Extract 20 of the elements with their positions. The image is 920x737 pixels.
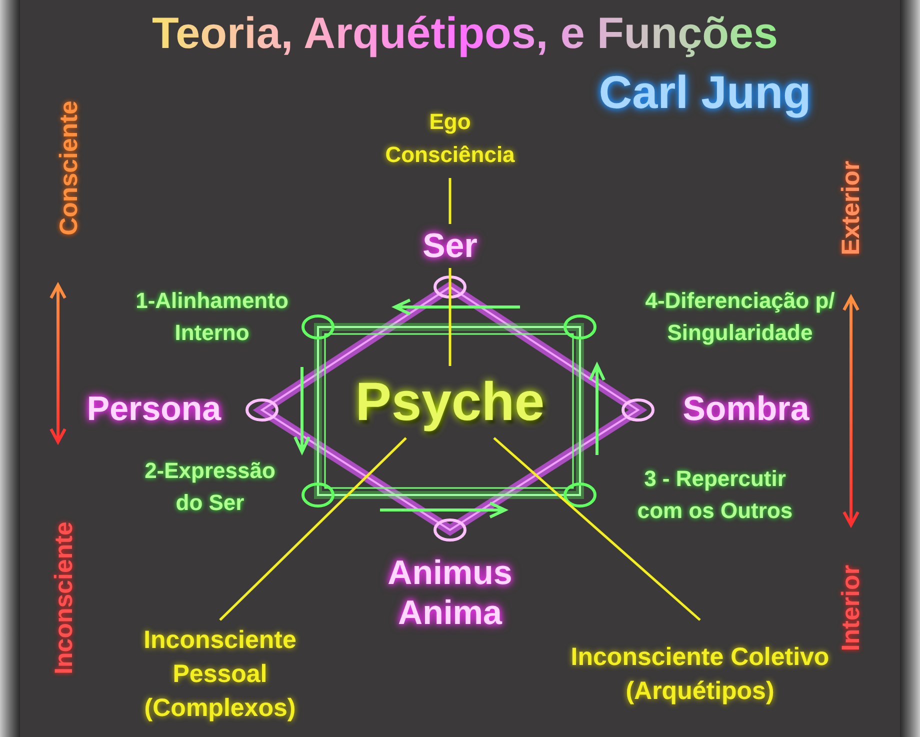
leader-line [448,178,452,366]
node-label: Animus Anima [386,553,514,633]
node-label: Persona [86,388,222,430]
label: 3 - Repercutir com os Outros [636,465,794,525]
leader-line [493,437,701,621]
leader-line [219,437,407,621]
label: Interior [836,564,866,654]
label: Consciente [54,100,84,238]
node-label: Ego Consciência [384,108,516,169]
node-label: Inconsciente Pessoal (Complexos) [142,625,298,724]
label: Carl Jung [598,64,812,120]
label: 2-Expressão do Ser [144,457,276,517]
node-label: Ser [422,226,478,266]
node-label: Inconsciente Coletivo (Arquétipos) [570,642,830,707]
label: 1-Alinhamento Interno [134,287,290,347]
label: Inconsciente [49,520,80,676]
label: 4-Diferenciação p/ Singularidade [644,287,836,347]
node-label: Psyche [355,370,545,434]
node-label: Sombra [682,388,810,430]
label: Exterior [836,160,866,258]
